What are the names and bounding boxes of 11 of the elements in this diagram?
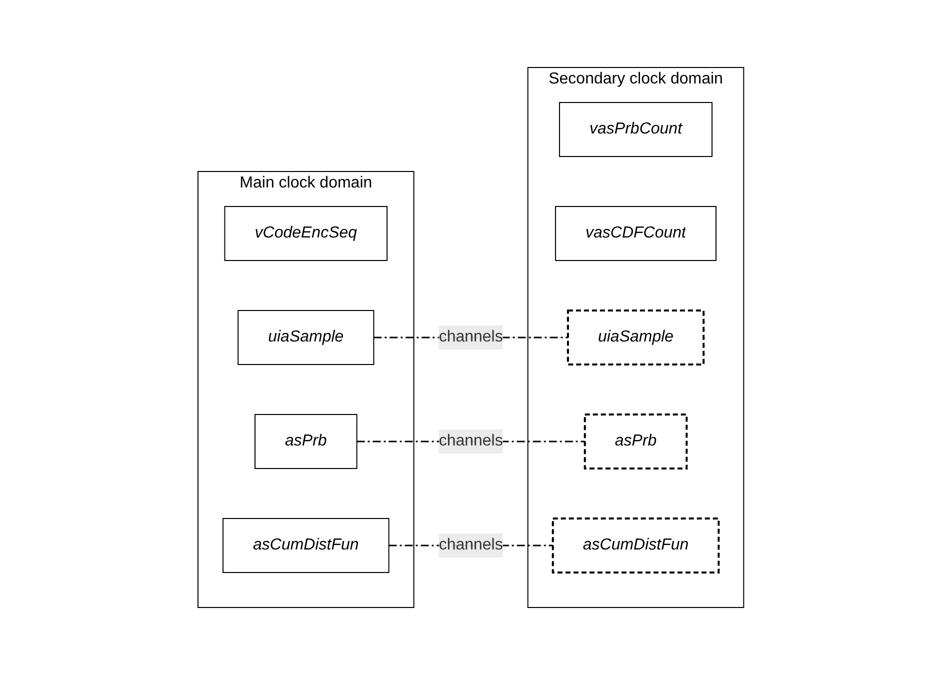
edge-label: channels xyxy=(438,536,504,554)
node-box: vCodeEncSeq xyxy=(224,206,388,261)
edge-label: channels xyxy=(438,432,504,450)
node-box: uiaSample xyxy=(567,310,705,366)
node-box: asPrb xyxy=(584,414,688,470)
node-box: asCumDistFun xyxy=(552,518,720,574)
node-box: uiaSample xyxy=(238,310,374,365)
node-box: vasCDFCount xyxy=(555,206,717,261)
node-box: asCumDistFun xyxy=(222,518,390,573)
edge-label: channels xyxy=(438,328,504,346)
node-box: asPrb xyxy=(254,414,358,469)
